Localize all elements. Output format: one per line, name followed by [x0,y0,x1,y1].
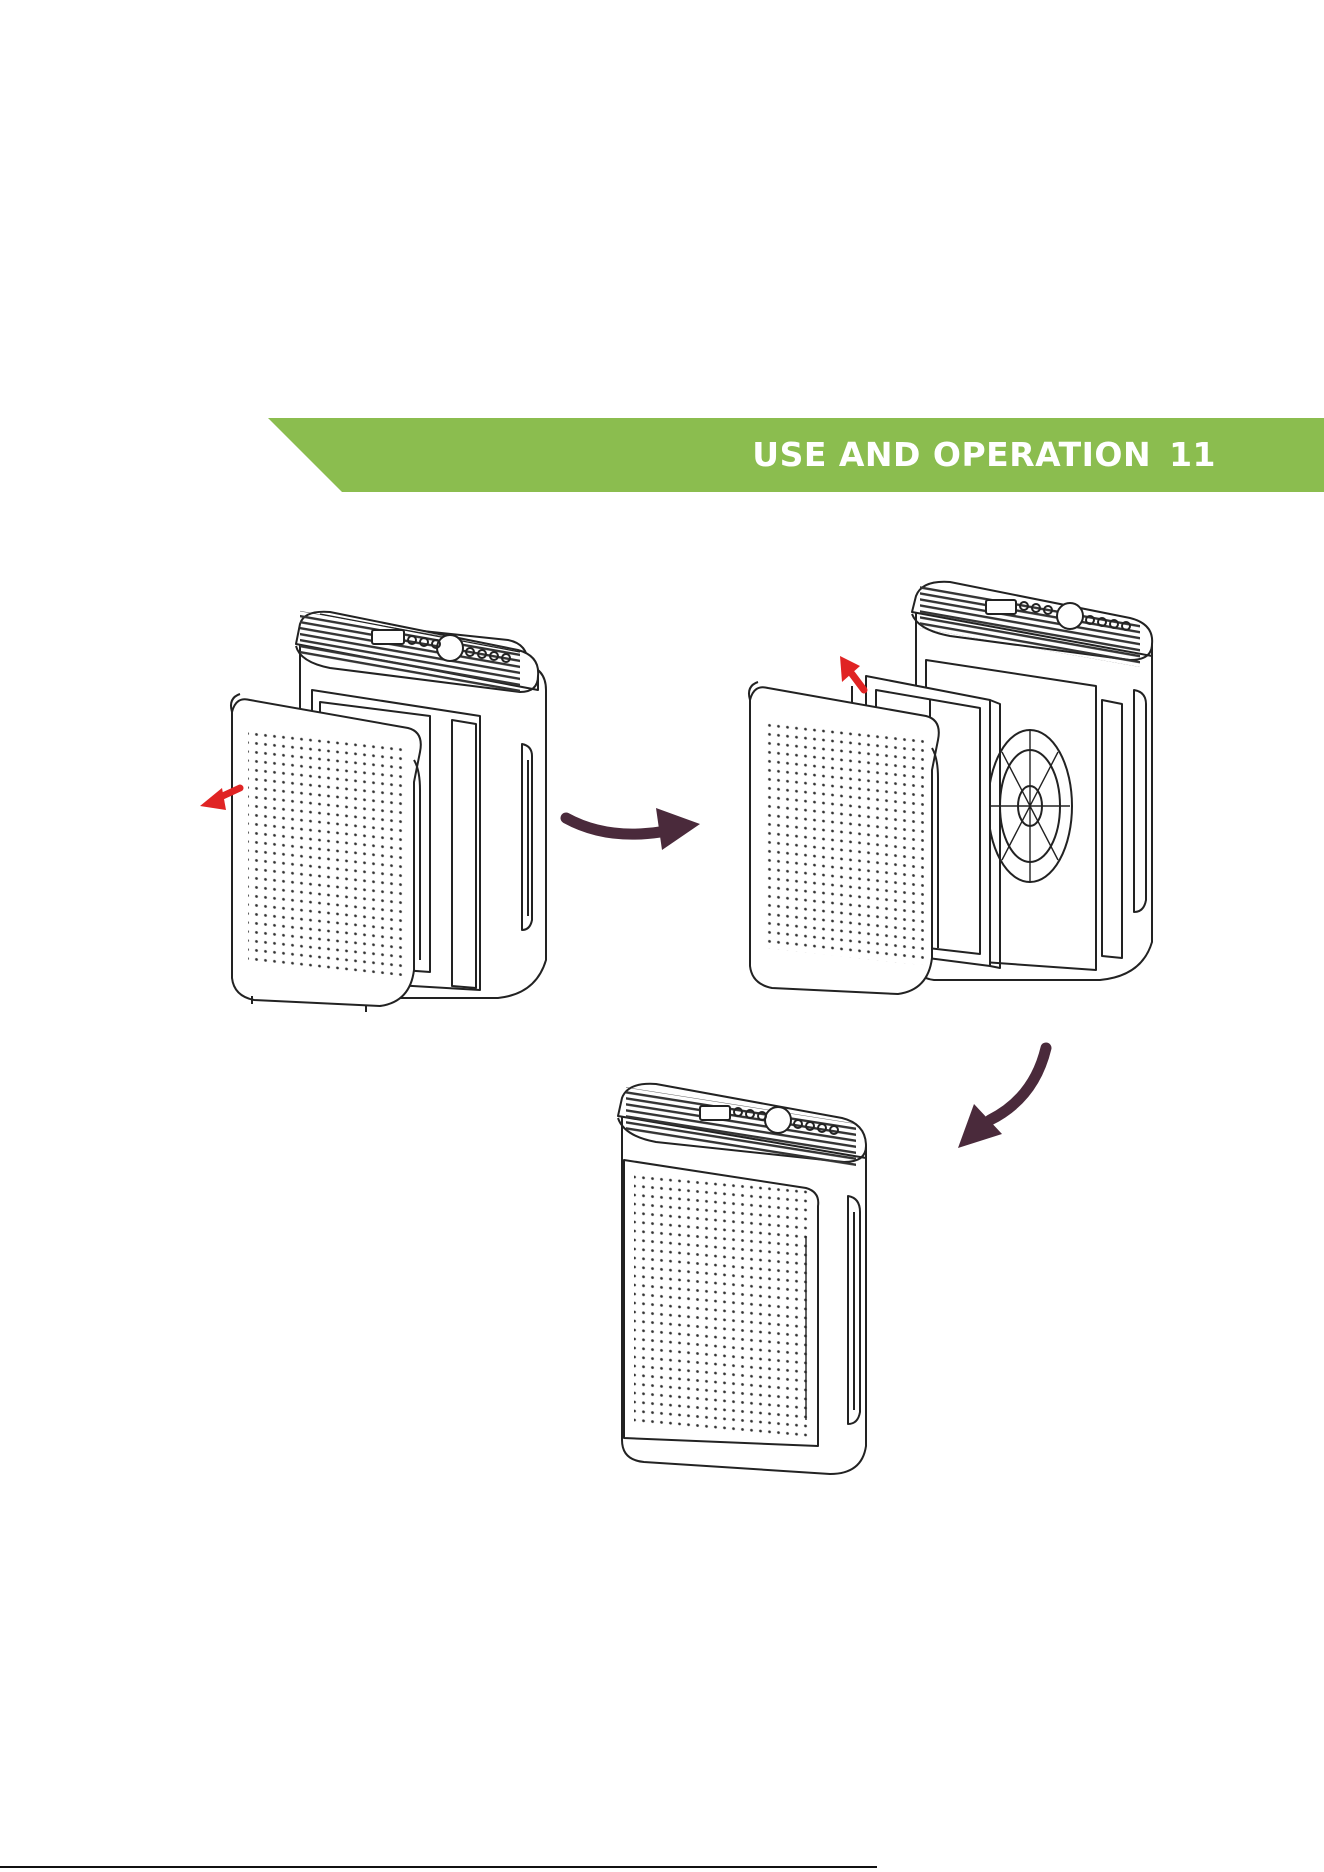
step-2-remove-filter [749,582,1152,994]
footer-rule [0,1866,877,1868]
flow-arrow-2-icon [958,1048,1046,1148]
step-3-reassembled [618,1084,866,1474]
front-cover-2 [749,682,939,994]
lift-arrow-icon [840,656,864,690]
flow-arrow-1-icon [566,808,700,850]
step-1-remove-cover [231,611,546,1012]
purifier-assembled [618,1084,866,1474]
front-cover-1 [231,694,421,1012]
